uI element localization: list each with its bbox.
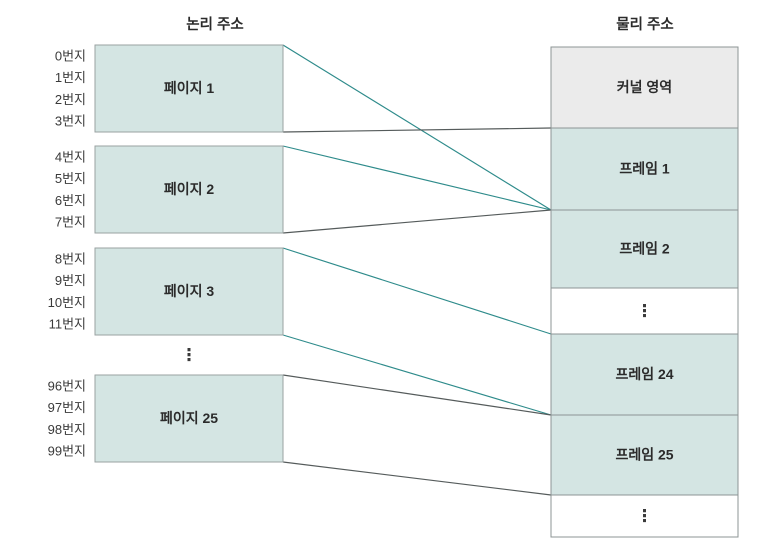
page-label: 페이지 1: [164, 80, 215, 96]
frame-box-frame-25[interactable]: [550, 414, 739, 496]
page-box-page-2[interactable]: [94, 145, 284, 234]
connector-page2-bottom-to-frame2-top: [282, 209, 552, 234]
connector-page25-bottom-to-frame25-bottom: [282, 461, 552, 496]
connector-page3-bottom-to-frame24-bottom: [282, 334, 552, 416]
address-label: 6번지: [55, 193, 86, 208]
address-label: 11번지: [49, 317, 86, 332]
connector-page3-top-to-frame24-top: [282, 247, 552, 335]
logical-page-1[interactable]: 페이지 1 0번지 1번지 2번지 3번지: [55, 44, 284, 133]
address-label: 99번지: [48, 444, 86, 459]
page-box-page-25[interactable]: [94, 374, 284, 463]
logical-page-4[interactable]: 페이지 25 96번지 97번지 98번지 99번지: [48, 374, 284, 463]
page-label: 페이지 3: [164, 283, 215, 299]
address-label: 97번지: [48, 400, 86, 415]
physical-frame-frame-2[interactable]: 프레임 2: [550, 209, 739, 289]
logical-address-title: 논리 주소: [186, 16, 243, 33]
frame-label: 프레임 1: [619, 161, 670, 177]
physical-frame-frames-gap-1[interactable]: ⋮: [550, 287, 739, 335]
connector-lines-group: [282, 44, 552, 496]
frame-ellipsis: ⋮: [636, 506, 653, 525]
address-label: 96번지: [48, 378, 86, 393]
connector-page2-top-to-frame2-top: [282, 145, 552, 211]
address-label: 8번지: [55, 251, 86, 266]
address-label: 98번지: [48, 422, 86, 437]
frame-box-frames-gap-2[interactable]: [550, 494, 739, 538]
address-label: 2번지: [55, 92, 86, 107]
frame-ellipsis: ⋮: [636, 301, 653, 320]
address-label: 4번지: [55, 149, 86, 164]
connector-page1-top-to-frame2-top: [282, 44, 552, 211]
physical-frame-frame-25[interactable]: 프레임 25: [550, 414, 739, 496]
connector-page25-top-to-frame25-top: [282, 374, 552, 416]
frame-label: 프레임 25: [615, 447, 673, 463]
address-label: 5번지: [55, 171, 86, 186]
logical-ellipsis: ⋮: [181, 345, 198, 364]
address-label: 7번지: [55, 215, 86, 230]
logical-page-3[interactable]: 페이지 3 8번지 9번지 10번지 11번지: [48, 247, 284, 336]
frame-box-frames-gap-1[interactable]: [550, 287, 739, 335]
address-label: 3번지: [55, 114, 86, 129]
address-label: 0번지: [55, 48, 86, 63]
address-label: 1번지: [55, 70, 86, 85]
frame-label: 프레임 2: [619, 241, 670, 257]
frame-label: 프레임 24: [615, 366, 673, 382]
frame-label: 커널 영역: [617, 79, 672, 95]
logical-page-2[interactable]: 페이지 2 4번지 5번지 6번지 7번지: [55, 145, 284, 234]
connector-page1-bottom-to-frame1-top: [282, 127, 552, 133]
physical-frame-frame-1[interactable]: 프레임 1: [550, 127, 739, 211]
physical-frame-kernel-area[interactable]: 커널 영역: [550, 46, 739, 129]
page-box-page-3[interactable]: [94, 247, 284, 336]
physical-frame-frame-24[interactable]: 프레임 24: [550, 333, 739, 416]
frame-box-kernel-area[interactable]: [550, 46, 739, 129]
physical-address-title: 물리 주소: [616, 16, 673, 33]
page-label: 페이지 2: [164, 181, 215, 197]
page-box-page-1[interactable]: [94, 44, 284, 133]
address-label: 10번지: [48, 295, 86, 310]
address-label: 9번지: [55, 273, 86, 288]
physical-frame-frames-gap-2[interactable]: ⋮: [550, 494, 739, 538]
frame-box-frame-1[interactable]: [550, 127, 739, 211]
page-label: 페이지 25: [160, 410, 218, 426]
